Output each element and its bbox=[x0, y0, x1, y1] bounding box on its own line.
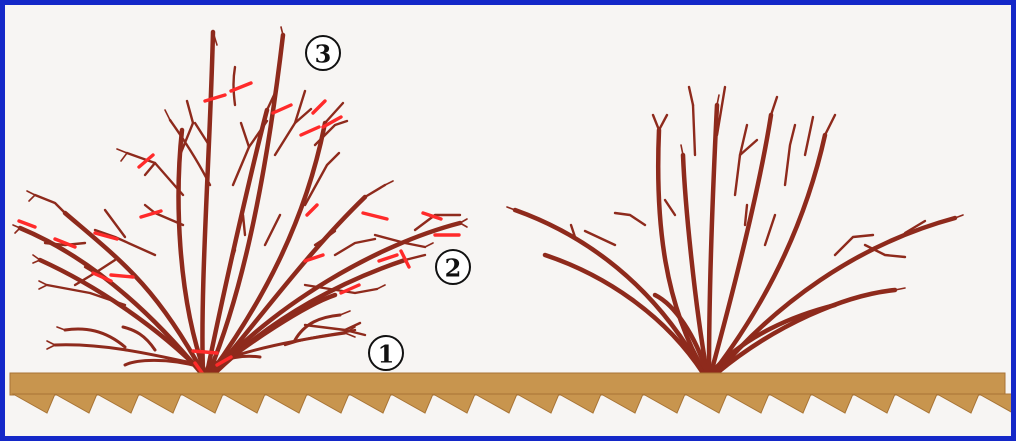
side-twigs bbox=[35, 67, 460, 345]
marker-1: 1 bbox=[369, 336, 403, 370]
soil-surface bbox=[10, 373, 1005, 395]
soil-ground bbox=[10, 373, 1011, 413]
bush-before-pruning bbox=[13, 27, 467, 373]
pruning-diagram: 3 2 1 bbox=[5, 5, 1011, 436]
marker-1-label: 1 bbox=[378, 340, 395, 369]
main-stems bbox=[20, 32, 460, 373]
marker-2-label: 2 bbox=[445, 254, 462, 283]
marker-3: 3 bbox=[306, 36, 340, 70]
bush-after-pruning bbox=[507, 87, 963, 373]
pruned-main-stems bbox=[515, 105, 955, 373]
soil-teeth bbox=[13, 394, 1011, 413]
twig-tips bbox=[13, 27, 467, 349]
marker-2: 2 bbox=[436, 250, 470, 284]
marker-3-label: 3 bbox=[315, 40, 332, 69]
